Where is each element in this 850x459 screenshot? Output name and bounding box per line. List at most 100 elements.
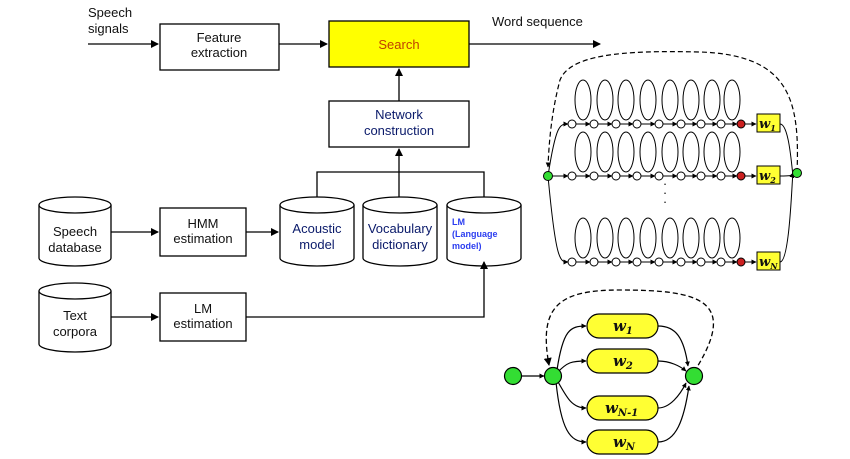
text-corpora-cylinder	[38, 282, 112, 353]
hmm-end-node	[792, 168, 802, 178]
hmm-loop-wN-0	[574, 217, 592, 259]
feature-label-line2: extraction	[191, 45, 247, 60]
hmm-label-line1: HMM	[187, 216, 218, 231]
hmm-state-w1-8	[736, 119, 746, 129]
hmm-fan-out-edge-w2	[779, 172, 794, 179]
lm-est-line2: estimation	[173, 316, 232, 331]
hmm-loop-wN-3	[639, 217, 657, 259]
word-pill-w1	[586, 313, 659, 339]
hmm-start-node	[543, 171, 553, 181]
hmm-fan-in-edge-wN	[547, 175, 569, 265]
hmm-loopback-dashed-arc	[545, 51, 799, 174]
loop-back-dashed-arc	[543, 289, 714, 373]
word-loop-network: w1 w2 wN-1 wN	[503, 289, 714, 455]
word-wN-1: wN-1	[605, 399, 638, 419]
hmm-loop-w2-4	[661, 131, 679, 173]
search-label: Search	[378, 37, 419, 52]
speech-db-line2: database	[48, 240, 102, 255]
hmm-loop-w1-7	[723, 79, 741, 121]
vocab-line2: dictionary	[372, 237, 428, 252]
input-label-line1: Speech	[88, 5, 132, 20]
feature-extraction-box	[159, 23, 280, 71]
text-corpora-line2: corpora	[53, 324, 98, 339]
hmm-loop-w2-6	[703, 131, 721, 173]
hmm-state-wN-0	[567, 257, 577, 267]
hmm-loop-w1-3	[639, 79, 657, 121]
hmm-state-w2-3	[632, 171, 642, 181]
lm-line2: (Language	[452, 229, 498, 239]
hmm-state-w2-4	[654, 171, 664, 181]
hmm-word-box-w2	[756, 165, 781, 185]
hmm-ellipsis-dot-1: ·	[663, 185, 667, 200]
hmm-loop-w2-3	[639, 131, 657, 173]
hmm-ellipsis-dot-0: ·	[663, 176, 667, 191]
hmm-state-w2-0	[567, 171, 577, 181]
search-box	[328, 20, 470, 68]
hmm-fan-out-edge-wN	[779, 172, 794, 263]
hmm-state-w2-5	[676, 171, 686, 181]
word-pill-w2	[586, 348, 659, 374]
network-construction-box	[328, 100, 470, 148]
hmm-loop-w1-1	[596, 79, 614, 121]
hmm-state-wN-1	[589, 257, 599, 267]
hmm-loop-w2-1	[596, 131, 614, 173]
hmm-loop-wN-5	[682, 217, 700, 259]
word-wN: wN	[613, 433, 636, 453]
hmm-loop-w1-0	[574, 79, 592, 121]
word-w2: w2	[613, 352, 633, 372]
hmm-word-label-wN: wN	[759, 255, 778, 271]
hmm-loop-w2-5	[682, 131, 700, 173]
branch-node	[543, 366, 563, 386]
hmm-state-w1-0	[567, 119, 577, 129]
lm-est-to-lm-arrow	[246, 261, 488, 318]
speech-database-cylinder	[38, 196, 112, 267]
lm-estimation-box	[159, 292, 247, 342]
hmm-loop-wN-7	[723, 217, 741, 259]
hmm-word-box-w1	[756, 113, 781, 133]
hmm-word-label-w2: w2	[759, 169, 776, 185]
models-bracket	[316, 171, 485, 197]
hmm-state-w1-1	[589, 119, 599, 129]
hmm-state-w2-2	[611, 171, 621, 181]
hmm-loop-w1-6	[703, 79, 721, 121]
word-w1: w1	[613, 317, 633, 337]
hmm-state-w2-8	[736, 171, 746, 181]
hmm-state-wN-5	[676, 257, 686, 267]
hmm-state-wN-7	[716, 257, 726, 267]
hmm-state-w1-5	[676, 119, 686, 129]
hmm-state-w2-1	[589, 171, 599, 181]
speech-db-line1: Speech	[53, 224, 97, 239]
hmm-label-line2: estimation	[173, 231, 232, 246]
input-label-line2: signals	[88, 21, 129, 36]
start-node	[503, 366, 523, 386]
hmm-state-w2-7	[716, 171, 726, 181]
hmm-state-w1-7	[716, 119, 726, 129]
hmm-estimation-box	[159, 207, 247, 257]
hmm-state-w1-3	[632, 119, 642, 129]
hmm-state-wN-6	[696, 257, 706, 267]
hmm-state-w1-6	[696, 119, 706, 129]
feature-label-line1: Feature	[197, 30, 242, 45]
hmm-word-label-w1: w1	[759, 117, 776, 133]
text-corpora-line1: Text	[63, 308, 87, 323]
hmm-fan-out-edge-w1	[779, 123, 794, 179]
hmm-word-box-wN	[756, 251, 781, 271]
output-label: Word sequence	[492, 14, 583, 29]
lm-est-line1: LM	[194, 301, 212, 316]
acoustic-model-cylinder	[279, 196, 355, 267]
vocabulary-dictionary-cylinder	[362, 196, 438, 267]
hmm-loop-wN-2	[617, 217, 635, 259]
language-model-cylinder	[446, 196, 522, 267]
hmm-loop-wN-1	[596, 217, 614, 259]
network-label-line1: Network	[375, 107, 423, 122]
hmm-fan-in-edge-w1	[547, 121, 569, 177]
hmm-ellipsis-dot-2: ·	[663, 194, 667, 209]
hmm-loop-w2-2	[617, 131, 635, 173]
hmm-state-wN-4	[654, 257, 664, 267]
hmm-state-w2-6	[696, 171, 706, 181]
hmm-loop-w1-4	[661, 79, 679, 121]
hmm-loop-w1-5	[682, 79, 700, 121]
